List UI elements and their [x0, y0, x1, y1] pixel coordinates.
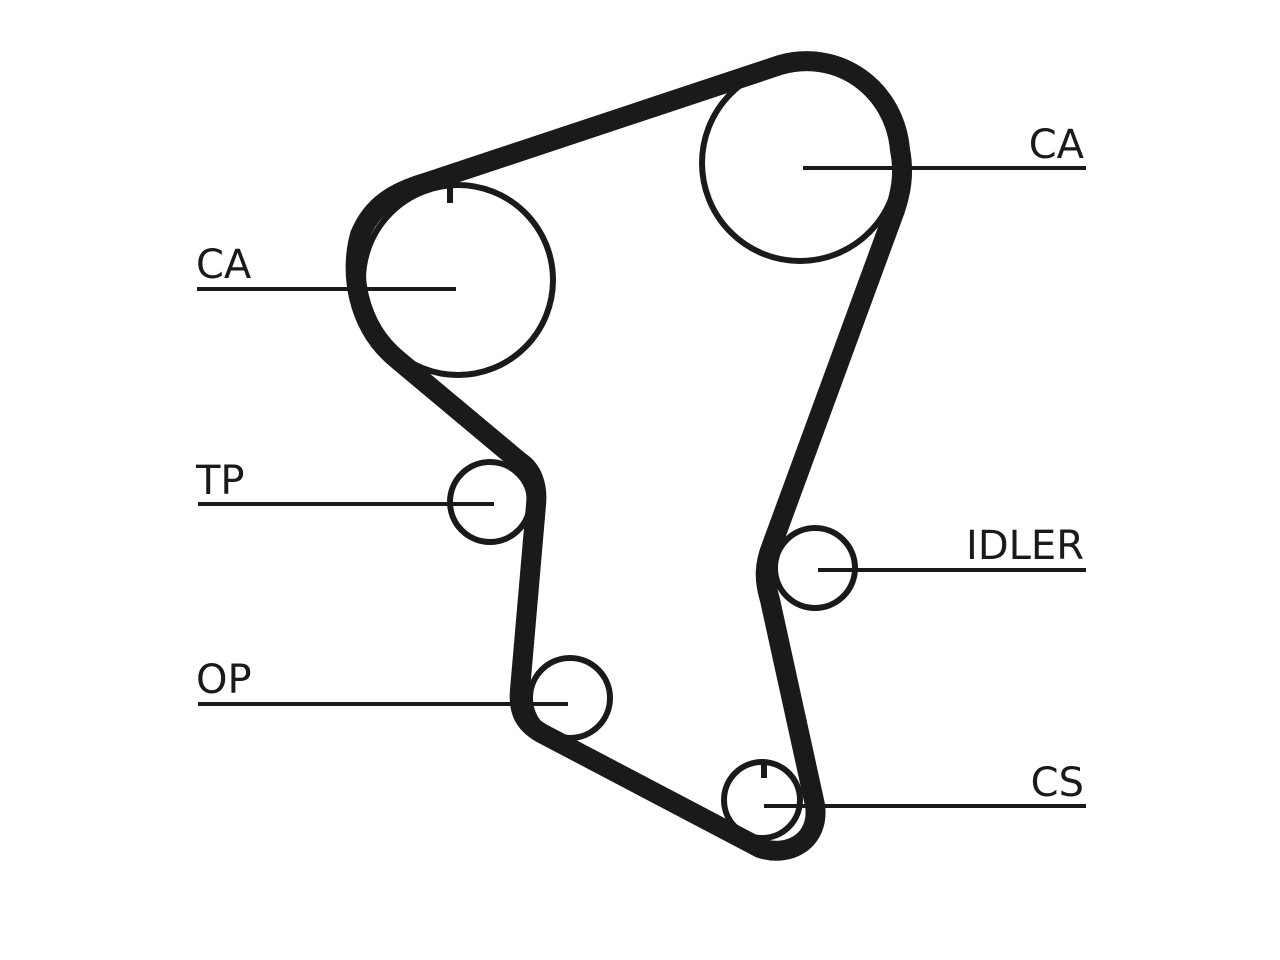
camshaft-right-pulley — [699, 62, 901, 264]
crankshaft-label: CS — [1031, 760, 1084, 806]
timing-belt — [345, 51, 913, 861]
camshaft-left-pulley — [360, 182, 556, 378]
oil-pump-label: OP — [196, 657, 252, 703]
camshaft-left-label: CA — [196, 242, 252, 288]
idler-label: IDLER — [966, 523, 1084, 569]
tensioner-label: TP — [195, 458, 245, 504]
camshaft-right-label: CA — [1029, 122, 1085, 168]
oil-pump-pulley — [527, 655, 613, 741]
